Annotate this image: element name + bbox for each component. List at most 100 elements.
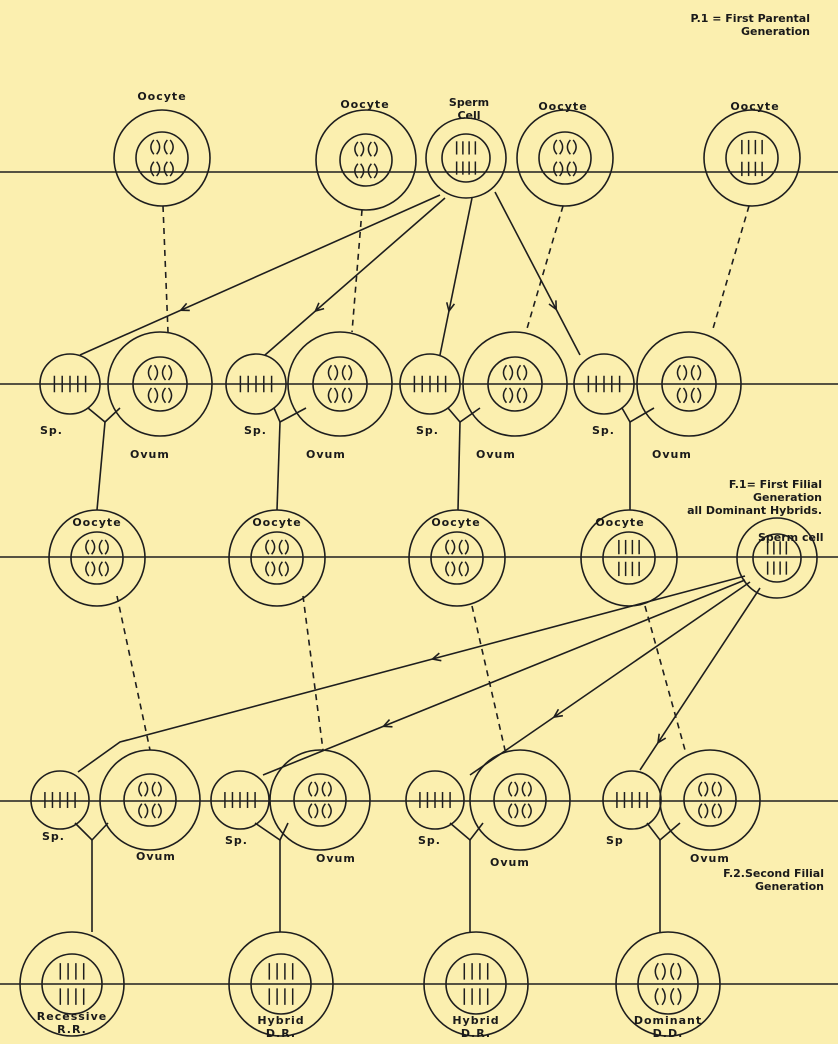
fertilization-arrow bbox=[79, 194, 441, 356]
fusion-connector bbox=[273, 407, 307, 424]
arrow-head bbox=[445, 302, 456, 313]
sperm-cell-nucleus bbox=[752, 533, 802, 583]
sp-label: Sp bbox=[606, 834, 624, 847]
offspring-label-hybrid: Hybrid D.R. bbox=[257, 1014, 304, 1040]
chromosome bbox=[156, 161, 161, 177]
chromosome bbox=[682, 387, 688, 404]
fusion-line bbox=[276, 421, 281, 511]
oocyte-outer bbox=[516, 109, 614, 207]
chromosome bbox=[278, 539, 283, 555]
sp-label: Sp. bbox=[42, 830, 65, 843]
chromosome bbox=[321, 803, 326, 819]
sperm-cell-outer bbox=[736, 517, 818, 599]
ovum-label: Ovum bbox=[490, 856, 530, 869]
p1-generation-label: P.1 = First Parental Generation bbox=[660, 12, 810, 38]
chromosome bbox=[464, 539, 469, 555]
oocyte-nucleus bbox=[538, 131, 592, 185]
sp-label: Sp. bbox=[244, 424, 267, 437]
chromosome bbox=[360, 141, 365, 157]
oocyte-label: Oocyte bbox=[595, 516, 645, 529]
sp-label: Sp. bbox=[40, 424, 63, 437]
chromosome bbox=[167, 364, 173, 381]
fusion-connector bbox=[621, 407, 655, 424]
chromosome bbox=[696, 364, 702, 381]
offspring-name: Hybrid bbox=[257, 1014, 305, 1027]
oocyte-outer bbox=[408, 509, 506, 607]
oocyte-nucleus bbox=[602, 531, 656, 585]
ovum-label: Ovum bbox=[130, 448, 170, 461]
chromosome bbox=[502, 387, 508, 404]
dashed-link bbox=[302, 595, 324, 751]
offspring-label-dominant: Dominant D.D. bbox=[634, 1014, 702, 1040]
chromosome bbox=[271, 561, 276, 577]
chromosome bbox=[157, 803, 162, 819]
f1-generation-label: F.1= First Filial Generation all Dominan… bbox=[620, 478, 822, 517]
chromosome bbox=[265, 561, 270, 577]
chromosome bbox=[566, 139, 571, 155]
chromosome bbox=[167, 387, 173, 404]
oocyte-nucleus bbox=[70, 531, 124, 585]
fusion-connector bbox=[449, 822, 484, 842]
ovum-nucleus bbox=[132, 356, 188, 412]
chromosome bbox=[151, 781, 156, 797]
sperm-nucleus bbox=[210, 770, 270, 830]
dashed-link bbox=[162, 205, 169, 333]
chromosome bbox=[144, 803, 149, 819]
chromosome bbox=[327, 781, 332, 797]
oocyte-outer bbox=[48, 509, 146, 607]
chromosome bbox=[508, 364, 514, 381]
chromosome bbox=[153, 364, 159, 381]
ovum-label: Ovum bbox=[306, 448, 346, 461]
chromosome bbox=[690, 364, 696, 381]
chromosome bbox=[347, 387, 353, 404]
sperm-cell-nucleus bbox=[441, 133, 491, 183]
sperm-nucleus bbox=[573, 353, 635, 415]
oocyte-label: Oocyte bbox=[72, 516, 122, 529]
chromosome bbox=[271, 539, 276, 555]
chromosome bbox=[85, 539, 90, 555]
chromosome bbox=[314, 781, 319, 797]
chromosome bbox=[373, 141, 378, 157]
chromosome bbox=[711, 781, 716, 797]
ovum-outer bbox=[287, 331, 393, 437]
offspring-cell-nucleus bbox=[250, 953, 312, 1015]
chromosome bbox=[516, 364, 522, 381]
chromosome bbox=[698, 781, 703, 797]
chromosome bbox=[147, 387, 153, 404]
chromosome bbox=[104, 561, 109, 577]
p1-label-text: P.1 = First Parental Generation bbox=[690, 12, 810, 38]
chromosome bbox=[150, 139, 155, 155]
ovum-nucleus bbox=[661, 356, 717, 412]
ovum-nucleus bbox=[493, 773, 547, 827]
chromosome bbox=[451, 561, 456, 577]
chromosome bbox=[527, 781, 532, 797]
arrow-head bbox=[552, 708, 564, 719]
oocyte-label: Oocyte bbox=[137, 90, 187, 103]
oocyte-label: Oocyte bbox=[730, 100, 780, 113]
chromosome bbox=[98, 561, 103, 577]
sperm-cell-label: Sperm Cell bbox=[448, 96, 490, 122]
arrow-head bbox=[381, 719, 393, 728]
chromosome bbox=[661, 987, 666, 1006]
dashed-link bbox=[471, 605, 506, 751]
chromosome bbox=[308, 781, 313, 797]
arrow-head bbox=[548, 300, 558, 311]
chromosome bbox=[508, 387, 514, 404]
chromosome bbox=[690, 387, 696, 404]
chromosome bbox=[458, 539, 463, 555]
f2-label-text: F.2.Second Filial Generation bbox=[723, 867, 824, 893]
arrow-head bbox=[179, 302, 190, 312]
ovum-label: Ovum bbox=[690, 852, 730, 865]
chromosome bbox=[354, 163, 359, 179]
oocyte-nucleus bbox=[250, 531, 304, 585]
oocyte-outer bbox=[228, 509, 326, 607]
chromosome bbox=[676, 387, 682, 404]
chromosome bbox=[161, 387, 167, 404]
chromosome bbox=[91, 561, 96, 577]
chromosome bbox=[373, 163, 378, 179]
oocyte-label: Oocyte bbox=[431, 516, 481, 529]
ovum-outer bbox=[659, 749, 761, 851]
chromosome bbox=[682, 364, 688, 381]
